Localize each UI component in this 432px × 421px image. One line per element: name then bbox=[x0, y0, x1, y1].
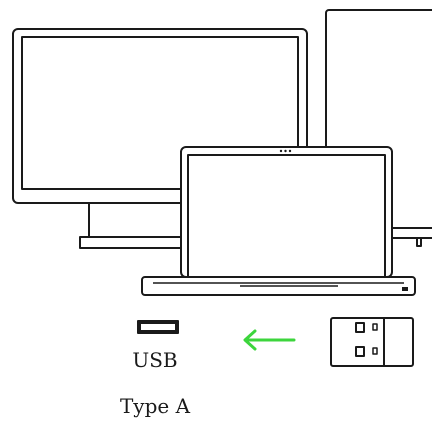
usb-a-port-icon bbox=[137, 320, 179, 334]
usb-dongle-icon bbox=[330, 317, 414, 367]
port-type-label: USB bbox=[132, 348, 178, 372]
arrow-left-icon bbox=[243, 329, 296, 351]
port-type-sublabel: Type A bbox=[119, 394, 191, 418]
laptop-icon bbox=[141, 146, 416, 296]
